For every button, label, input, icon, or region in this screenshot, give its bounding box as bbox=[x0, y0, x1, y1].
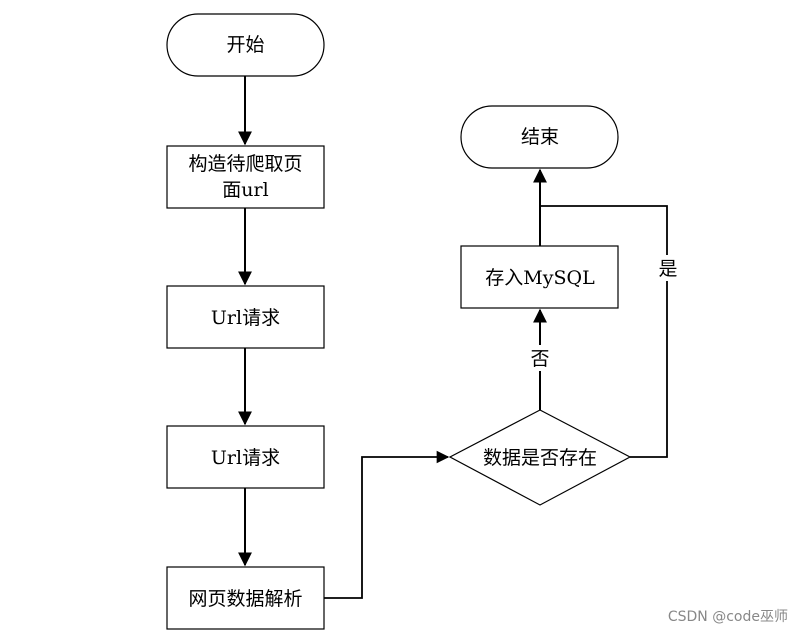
yes-label-bg bbox=[655, 255, 681, 281]
decision-node: 数据是否存在 bbox=[448, 409, 632, 506]
start-node: 开始 bbox=[166, 13, 325, 77]
line-decision-yes-branch bbox=[540, 205, 668, 458]
store-mysql-node: 存入MySQL bbox=[460, 245, 619, 309]
no-label-bg bbox=[528, 345, 552, 371]
parse-data-label: 网页数据解析 bbox=[188, 588, 302, 610]
end-label: 结束 bbox=[521, 126, 559, 148]
store-mysql-label: 存入MySQL bbox=[485, 267, 595, 289]
construct-url-label-line2: 面url bbox=[222, 179, 268, 201]
no-label: 否 bbox=[530, 348, 549, 370]
decision-label: 数据是否存在 bbox=[483, 447, 597, 469]
start-label: 开始 bbox=[226, 34, 264, 56]
arrow-parse-to-decision bbox=[324, 450, 450, 599]
url-request-label-2: Url请求 bbox=[211, 447, 280, 469]
watermark-text: CSDN @code巫师 bbox=[667, 609, 788, 625]
construct-url-label-line1: 构造待爬取页 bbox=[188, 153, 302, 175]
url-request-label-1: Url请求 bbox=[211, 307, 280, 329]
url-request-node-1: Url请求 bbox=[166, 285, 325, 349]
construct-url-node: 构造待爬取页 面url bbox=[166, 145, 325, 209]
end-node: 结束 bbox=[460, 105, 619, 169]
parse-data-node: 网页数据解析 bbox=[166, 566, 325, 630]
yes-label: 是 bbox=[658, 258, 677, 280]
url-request-node-2: Url请求 bbox=[166, 425, 325, 489]
